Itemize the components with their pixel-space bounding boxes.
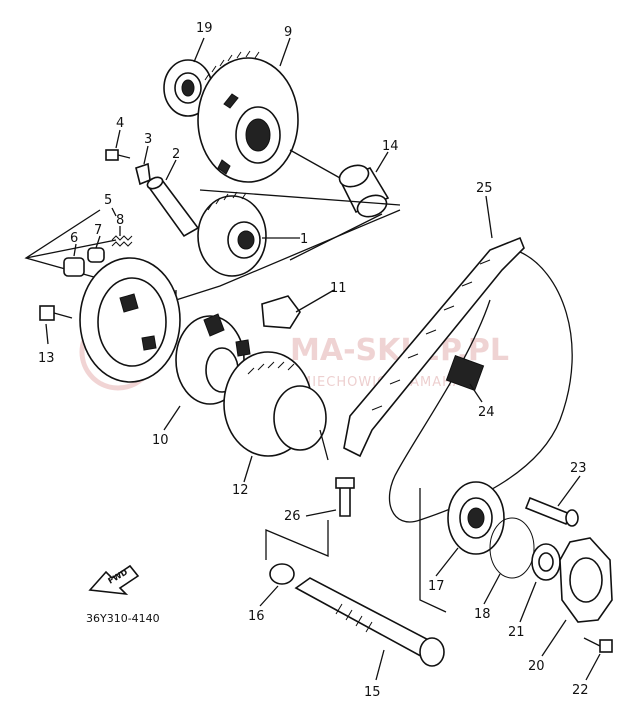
callout-labels: 1 2 3 4 5 6 7 8 9 10 11 12 13 14 15 16 1…: [38, 21, 589, 700]
callout-13: 13: [38, 351, 55, 366]
part-6-roller: [63, 257, 85, 277]
chain-loop: [388, 251, 573, 523]
part-17-bearing: [447, 481, 505, 555]
callout-8: 8: [116, 213, 124, 228]
part-3-plate: [135, 162, 151, 186]
callout-2: 2: [172, 147, 180, 162]
part-1-idle-gear: [197, 191, 300, 277]
callout-1: 1: [300, 232, 308, 247]
assembly-bracket-right: [419, 488, 447, 613]
callout-23: 23: [570, 461, 587, 476]
callout-3: 3: [144, 132, 152, 147]
callout-17: 17: [428, 579, 445, 594]
part-code: 36Y310-4140: [86, 612, 160, 625]
part-24-tensioner: [445, 355, 485, 391]
callout-24: 24: [478, 405, 495, 420]
callout-6: 6: [70, 231, 78, 246]
part-4-bolt: [105, 149, 131, 161]
callout-22: 22: [572, 683, 589, 698]
part-2-shaft: [146, 176, 200, 238]
callout-18: 18: [474, 607, 491, 622]
callout-14: 14: [382, 139, 399, 154]
assembly-bracket-shaft: [265, 520, 329, 560]
callout-7: 7: [94, 223, 102, 238]
callout-26: 26: [284, 509, 301, 524]
part-8-spring: [111, 235, 133, 247]
leader-lines: [45, 37, 601, 681]
part-14-bush: [338, 164, 390, 218]
callout-12: 12: [232, 483, 249, 498]
part-23-pin: [524, 496, 579, 527]
part-25-chain-guide: [343, 236, 525, 458]
callout-4: 4: [116, 116, 124, 131]
part-22-bolt: [583, 637, 613, 653]
callout-19: 19: [196, 21, 213, 36]
part-16-collar: [269, 563, 295, 585]
callout-11: 11: [330, 281, 347, 296]
part-20-bearing-housing: [559, 537, 613, 623]
part-15-shaft: [294, 577, 445, 667]
part-12-clutch-drum: [223, 351, 329, 461]
callout-16: 16: [248, 609, 265, 624]
callout-21: 21: [508, 625, 525, 640]
part-starter-clutch-housing: [79, 257, 181, 383]
callout-20: 20: [528, 659, 545, 674]
callout-10: 10: [152, 433, 169, 448]
callout-9: 9: [284, 25, 292, 40]
part-9-starter-wheel-gear: [197, 50, 299, 183]
part-18-o-ring: [489, 517, 535, 579]
fwd-arrow-icon: FWD: [88, 564, 140, 596]
callout-25: 25: [476, 181, 493, 196]
part-11-roller: [261, 295, 301, 329]
part-21-oil-seal: [531, 543, 561, 581]
part-13-bolt: [39, 305, 73, 321]
callout-15: 15: [364, 685, 381, 700]
part-19-bearing: [163, 59, 213, 117]
part-7-spring-cap: [87, 247, 105, 263]
part-26-bolt: [335, 477, 355, 517]
callout-5: 5: [104, 193, 112, 208]
